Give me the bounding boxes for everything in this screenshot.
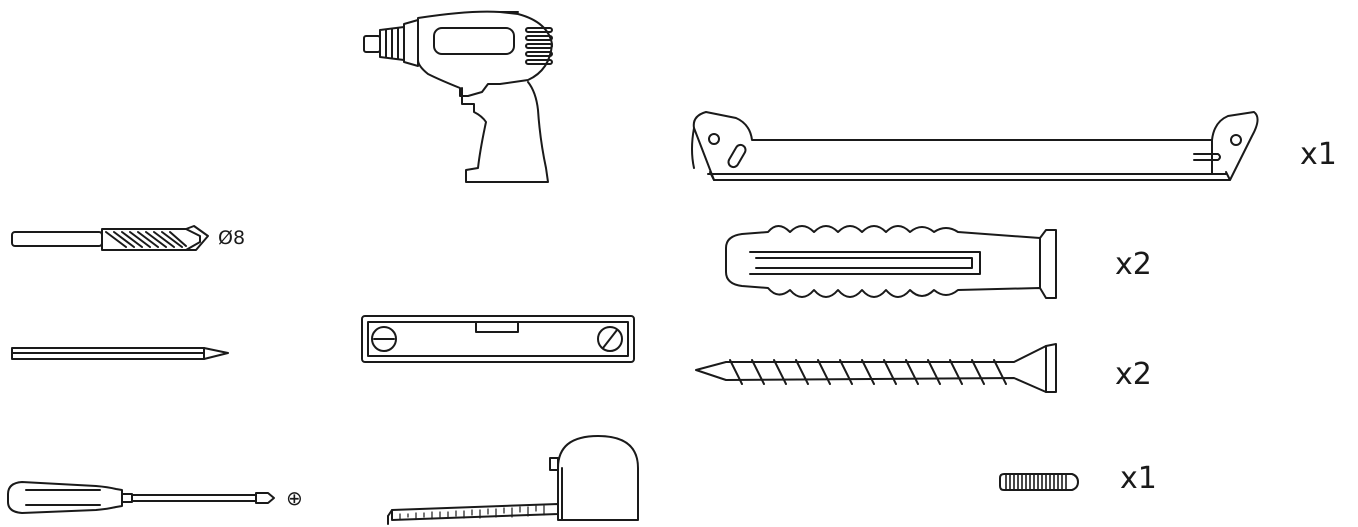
drill-bit-size-label: Ø8 xyxy=(218,227,246,249)
spirit-level-icon xyxy=(361,315,635,363)
pencil-icon xyxy=(11,347,229,360)
phillips-screwdriver-icon xyxy=(7,481,275,514)
drill-bit-icon xyxy=(11,225,209,251)
phillips-symbol: ⊕ xyxy=(286,486,303,510)
wall-plug-icon xyxy=(725,225,1057,299)
power-drill-icon xyxy=(363,10,553,183)
screw-quantity: x2 xyxy=(1115,357,1152,392)
bracket-quantity: x1 xyxy=(1300,137,1337,172)
set-screw-quantity: x1 xyxy=(1120,461,1157,496)
wall-bracket-icon xyxy=(691,111,1259,181)
wall-plug-quantity: x2 xyxy=(1115,247,1152,282)
screw-icon xyxy=(695,343,1057,393)
tape-measure-icon xyxy=(387,435,639,525)
set-screw-icon xyxy=(999,473,1079,491)
